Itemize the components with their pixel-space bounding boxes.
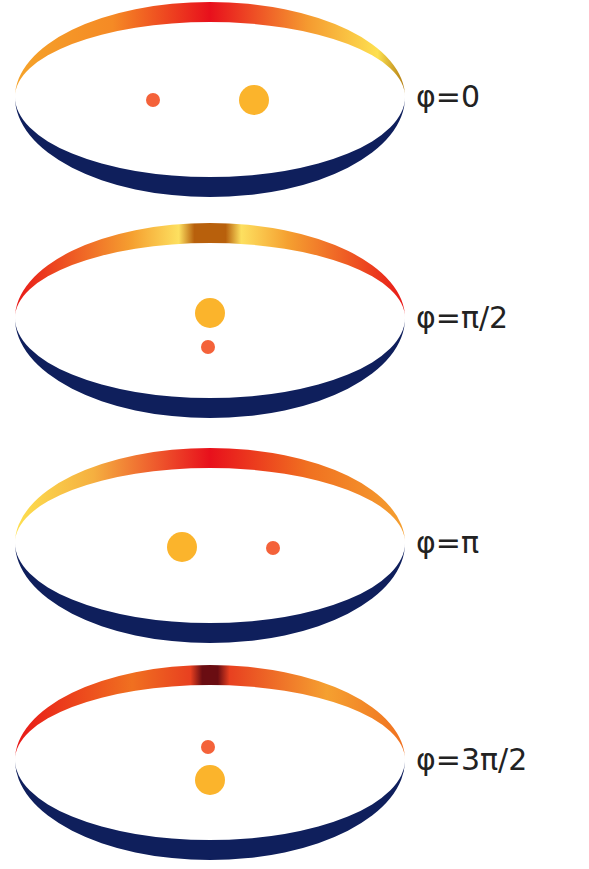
phase-label: φ=3π/2 [416,745,527,775]
ring [15,448,405,643]
phase-label: φ=π [416,528,479,558]
ring [15,2,405,197]
ring [15,665,405,860]
phase-label: φ=π/2 [416,303,508,333]
phase-label: φ=0 [416,82,480,112]
ring [15,223,405,418]
